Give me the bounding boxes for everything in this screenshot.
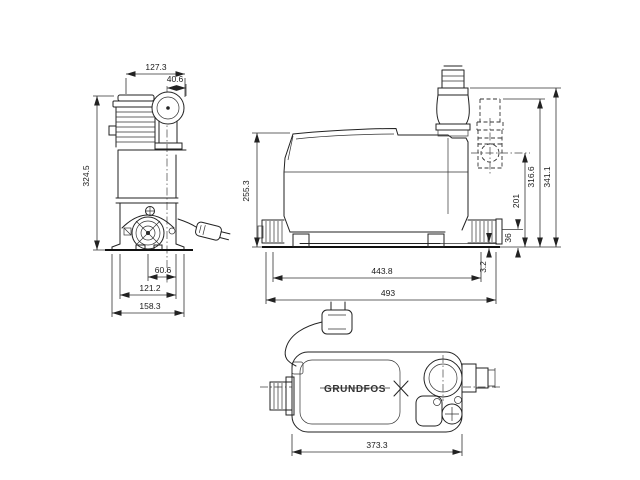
top-left-inlet bbox=[269, 376, 295, 416]
front-inlet-connector bbox=[108, 94, 159, 148]
dim-side-inlet-center: 201 bbox=[511, 153, 528, 247]
dim-front-height: 324.5 bbox=[81, 95, 114, 251]
dim-label-40-6: 40.6 bbox=[167, 74, 184, 84]
dim-label-373-3: 373.3 bbox=[366, 440, 388, 450]
side-left-inlet bbox=[257, 219, 285, 244]
dim-label-3-2: 3.2 bbox=[478, 261, 488, 273]
dim-front-bottom-c: 158.3 bbox=[111, 254, 185, 317]
dim-side-base-plate: 3.2 bbox=[440, 233, 497, 273]
dim-label-316-6: 316.6 bbox=[526, 166, 536, 188]
front-top-port bbox=[151, 91, 185, 150]
dim-side-total-height: 341.1 bbox=[470, 87, 561, 247]
side-view: 255.3 3.2 36 201 316.6 bbox=[241, 65, 561, 304]
dim-side-body-length: 443.8 bbox=[272, 252, 482, 282]
top-power-plug bbox=[284, 301, 353, 375]
dim-top-length: 373.3 bbox=[291, 434, 463, 456]
grundfos-wordmark: GRUNDFOS bbox=[324, 384, 386, 395]
front-vent-screw bbox=[145, 206, 155, 216]
front-power-plug bbox=[177, 218, 231, 241]
dim-label-127-3: 127.3 bbox=[145, 62, 167, 72]
dim-front-bottom-a: 60.6 bbox=[147, 254, 177, 281]
top-view: GRUNDFOS 373.3 bbox=[260, 301, 502, 456]
side-discharge-elbow bbox=[435, 65, 471, 137]
dim-side-body-height: 255.3 bbox=[241, 132, 290, 248]
top-pump-unit bbox=[415, 355, 496, 427]
dim-label-201: 201 bbox=[511, 194, 521, 208]
dim-side-outlet-top: 316.6 bbox=[503, 98, 545, 247]
dim-label-60-6: 60.6 bbox=[155, 265, 172, 275]
side-alternate-inlet-dashed bbox=[471, 98, 530, 176]
front-body bbox=[111, 149, 187, 251]
dim-label-158-3: 158.3 bbox=[139, 301, 161, 311]
dim-front-port-offset: 40.6 bbox=[167, 74, 187, 96]
dim-label-493: 493 bbox=[381, 288, 395, 298]
dim-label-121-2: 121.2 bbox=[139, 283, 161, 293]
front-view: 127.3 40.6 324.5 60.6 121.2 158.3 bbox=[81, 62, 231, 317]
dim-side-total-length: 493 bbox=[265, 252, 497, 304]
side-right-inlet bbox=[467, 218, 503, 245]
dim-label-255-3: 255.3 bbox=[241, 180, 251, 202]
dim-side-low-inlet: 36 bbox=[502, 219, 523, 258]
dim-label-443-8: 443.8 bbox=[371, 266, 393, 276]
dim-label-324-5: 324.5 bbox=[81, 165, 91, 187]
logo-x-symbol bbox=[393, 380, 409, 397]
front-side-details bbox=[123, 227, 176, 236]
side-body bbox=[283, 127, 469, 248]
dim-label-36: 36 bbox=[503, 233, 513, 243]
dim-front-bottom-b: 121.2 bbox=[119, 254, 177, 299]
grundfos-logo: GRUNDFOS bbox=[320, 380, 409, 397]
front-access-cover bbox=[131, 216, 165, 250]
dim-label-341-1: 341.1 bbox=[542, 166, 552, 188]
